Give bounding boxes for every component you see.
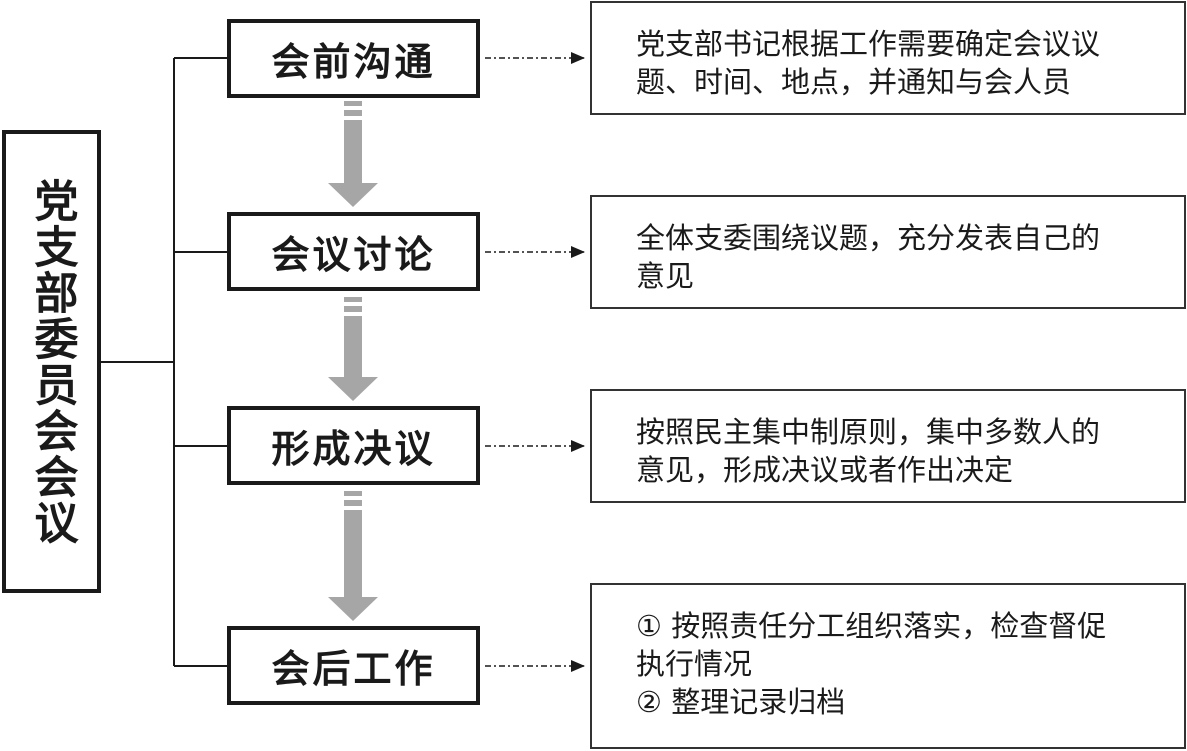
step-box-pre-meeting: 会前沟通 [227,19,480,98]
step-label: 会议讨论 [271,233,436,277]
description-box-post-meeting: ① 按照责任分工组织落实，检查督促 执行情况 ② 整理记录归档 [590,583,1186,749]
bracket-connector [101,57,227,667]
step-label: 会前沟通 [271,40,436,84]
description-text: ① 按照责任分工组织落实，检查督促 执行情况 ② 整理记录归档 [636,609,1107,719]
step-box-post-meeting: 会后工作 [227,626,480,705]
description-text: 按照民主集中制原则，集中多数人的 意见，形成决议或者作出决定 [636,415,1101,487]
description-box-discussion: 全体支委围绕议题，充分发表自己的 意见 [590,195,1186,309]
flow-arrow-2 [328,297,378,401]
description-box-pre-meeting: 党支部书记根据工作需要确定会议议 题、时间、地点，并通知与会人员 [590,1,1186,115]
description-text: 党支部书记根据工作需要确定会议议 题、时间、地点，并通知与会人员 [636,27,1101,99]
step-box-discussion: 会议讨论 [227,212,480,291]
main-title-box: 党支部委员会会议 [2,130,101,593]
dashed-arrows [485,52,585,672]
description-text: 全体支委围绕议题，充分发表自己的 意见 [636,221,1101,293]
step-label: 会后工作 [271,647,436,691]
flow-arrow-1 [328,101,378,207]
description-box-resolution: 按照民主集中制原则，集中多数人的 意见，形成决议或者作出决定 [590,389,1186,503]
step-label: 形成决议 [271,427,436,471]
flow-arrow-3 [328,491,378,621]
step-box-resolution: 形成决议 [227,406,480,485]
main-title: 党支部委员会会议 [26,177,78,546]
